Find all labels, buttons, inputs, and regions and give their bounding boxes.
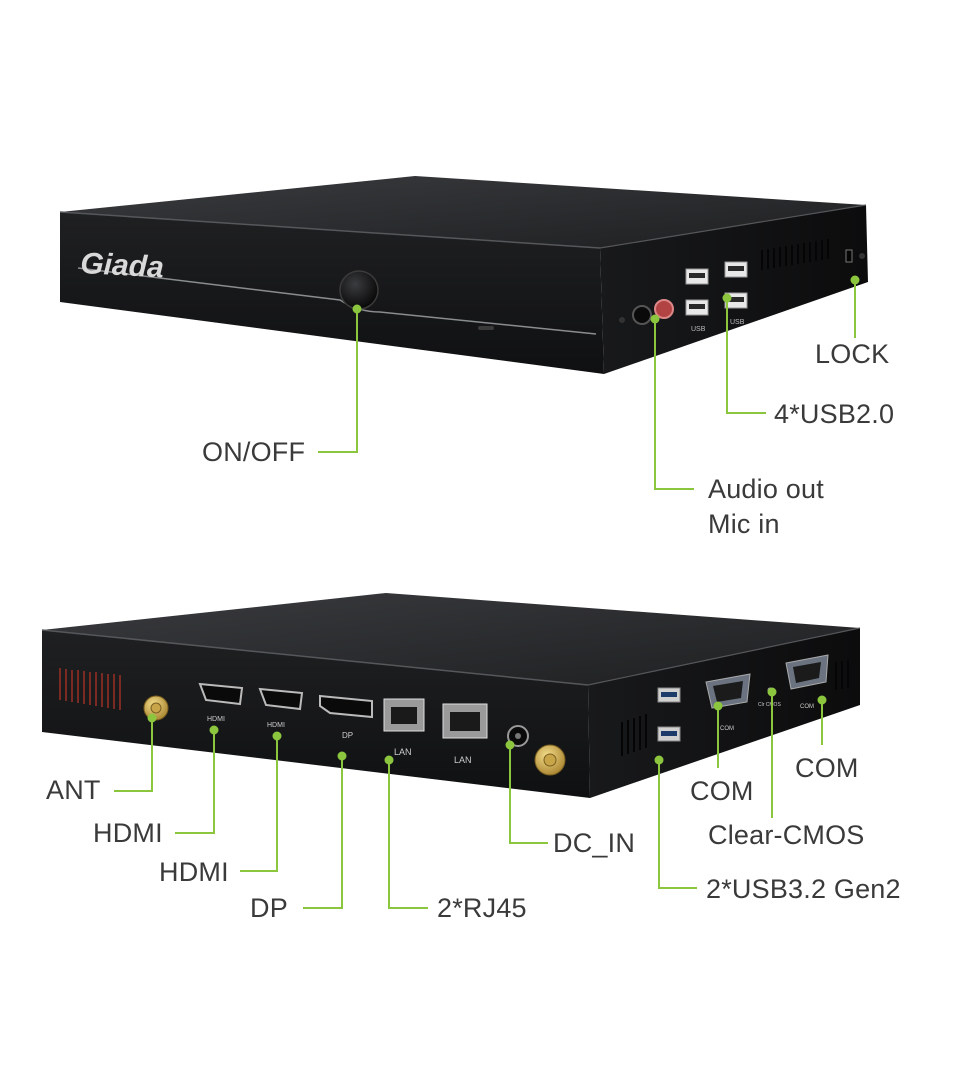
leader-on-off	[318, 309, 358, 453]
leader-hdmi-2	[240, 736, 278, 872]
rear-left-vent	[59, 668, 121, 710]
giada-logo: Giada	[80, 247, 165, 284]
leader-dc-in	[509, 745, 548, 844]
svg-text:LAN: LAN	[394, 747, 412, 757]
label-rj45: 2*RJ45	[437, 893, 527, 923]
label-lock: LOCK	[815, 339, 890, 369]
kensington-lock-slot	[845, 249, 853, 263]
com-port-2: COM	[785, 654, 829, 710]
label-dc-in: DC_IN	[553, 828, 636, 858]
front-top-face	[60, 176, 866, 248]
label-com-1: COM	[690, 776, 754, 806]
rear-side-vents	[621, 660, 849, 756]
rear-leader-lines	[114, 687, 827, 909]
label-on-off: ON/OFF	[202, 437, 306, 467]
rear-device: HDMI HDMI DP LAN LAN	[41, 593, 861, 798]
label-ant: ANT	[46, 775, 101, 805]
front-right-panel	[600, 205, 868, 374]
antenna-connector-2	[534, 744, 566, 776]
leader-usb20	[726, 298, 766, 414]
leader-usb32	[658, 760, 697, 889]
svg-text:Clr CMOS: Clr CMOS	[758, 702, 781, 708]
hdmi-port-1: HDMI	[198, 682, 244, 723]
mic-in-jack	[654, 299, 674, 319]
svg-text:HDMI: HDMI	[267, 722, 285, 729]
front-device: Giada USB USB	[59, 176, 868, 374]
leader-ant	[114, 718, 153, 792]
leader-rj45	[388, 760, 428, 909]
usb32-ports	[657, 687, 681, 742]
lan-port-2: LAN	[442, 703, 488, 765]
leader-dp	[303, 756, 343, 909]
label-hdmi-1: HDMI	[93, 818, 163, 848]
usb-print-a: USB	[691, 326, 706, 333]
front-panel	[60, 212, 604, 374]
dc-in-jack	[507, 725, 529, 747]
svg-text:HDMI: HDMI	[207, 716, 225, 723]
hdmi-port-2: HDMI	[258, 687, 304, 729]
label-usb20: 4*USB2.0	[774, 399, 895, 429]
rear-top-face	[42, 593, 860, 685]
label-audio: Audio out Mic in	[708, 472, 824, 542]
svg-text:DP: DP	[342, 731, 353, 740]
front-vents	[761, 239, 829, 270]
label-mic-in: Mic in	[708, 509, 780, 539]
audio-out-jack	[632, 305, 652, 325]
svg-text:COM: COM	[720, 726, 734, 732]
lan-port-1: LAN	[383, 698, 425, 757]
label-audio-out: Audio out	[708, 474, 824, 504]
usb20-ports: USB USB	[685, 261, 748, 333]
svg-text:LAN: LAN	[454, 755, 472, 765]
led-indicator	[478, 326, 494, 330]
power-button	[339, 270, 379, 310]
svg-text:COM: COM	[800, 704, 814, 710]
label-clear-cmos: Clear-CMOS	[708, 820, 865, 850]
label-com-2: COM	[795, 753, 859, 783]
com-port-1: COM	[705, 673, 751, 732]
usb-print-b: USB	[730, 319, 745, 326]
label-usb32: 2*USB3.2 Gen2	[706, 874, 901, 904]
dp-port: DP	[319, 694, 373, 740]
leader-hdmi-1	[175, 730, 215, 834]
label-dp: DP	[250, 893, 288, 923]
label-hdmi-2: HDMI	[159, 857, 229, 887]
front-leader-lines	[318, 275, 860, 490]
leader-audio	[654, 319, 694, 490]
